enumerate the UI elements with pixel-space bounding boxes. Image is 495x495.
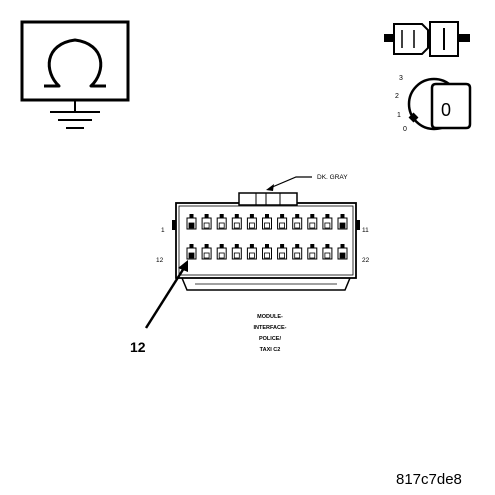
- connector-body: [172, 192, 360, 291]
- pin-cavity: [277, 244, 288, 260]
- pin-cavity: [216, 214, 227, 230]
- pin-cavity: [262, 214, 272, 230]
- pin-cavity: [292, 244, 303, 260]
- pin-cavity: [307, 244, 318, 260]
- caption-line-1: MODULE-: [257, 314, 283, 320]
- pin-cavity: [201, 214, 212, 230]
- pin-label-first-bottom: 12: [156, 257, 164, 264]
- connector-pin-cavities: [186, 214, 348, 260]
- callout-pin-number: 12: [130, 339, 146, 355]
- key-label: 0: [441, 100, 451, 120]
- caption-line-2: INTERFACE-: [254, 325, 287, 331]
- key-position-0: 0: [403, 126, 407, 133]
- key-position-1: 1: [397, 112, 401, 119]
- pin-cavity: [277, 214, 288, 230]
- pin-cavity: [231, 244, 242, 260]
- pin-cavity: [231, 214, 242, 230]
- ignition-key-icon: 3 2 1 0 0: [395, 75, 472, 133]
- callout-arrow: [144, 260, 188, 329]
- pin-label-last-top: 11: [362, 227, 369, 234]
- key-position-2: 2: [395, 93, 399, 100]
- caption-line-3: POLICE/: [259, 336, 281, 342]
- pin-cavity: [307, 214, 318, 230]
- connector-plug-icon: [384, 21, 470, 57]
- pin-cavity: [201, 244, 212, 260]
- caption-line-4: TAXI C2: [260, 347, 281, 353]
- pin-label-first-top: 1: [161, 227, 165, 234]
- connector-caption: MODULE- INTERFACE- POLICE/ TAXI C2: [254, 314, 287, 353]
- pin-cavity: [186, 214, 197, 230]
- pin-cavity: [322, 244, 333, 260]
- pin-cavity: [186, 244, 197, 260]
- ohmmeter-ground-icon: [20, 20, 130, 129]
- key-position-3: 3: [399, 75, 403, 82]
- pin-cavity: [246, 244, 257, 260]
- pin-cavity: [322, 214, 333, 230]
- pin-cavity: [292, 214, 303, 230]
- pin-cavity: [337, 214, 348, 230]
- pin-cavity: [262, 244, 272, 260]
- figure-id: 817c7de8: [396, 471, 462, 488]
- pin-cavity: [216, 244, 227, 260]
- connector-color-label: DK. GRAY: [317, 174, 348, 181]
- pin-cavity: [337, 244, 348, 260]
- pin-cavity: [246, 214, 257, 230]
- pin-label-last-bottom: 22: [362, 257, 370, 264]
